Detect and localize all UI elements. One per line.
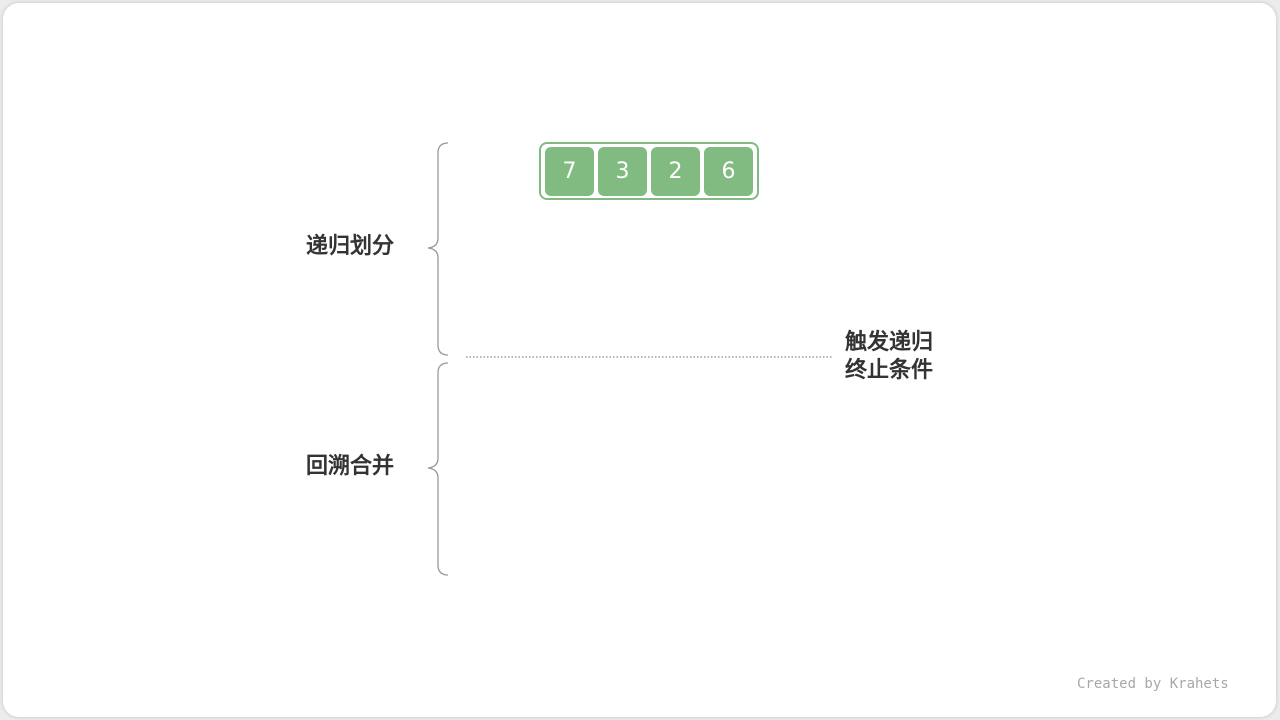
- array-box: 7 3 2 6: [539, 142, 759, 200]
- array-cell: 3: [598, 147, 647, 196]
- diagram-canvas: [3, 3, 1276, 717]
- credit-text: Created by Krahets: [1077, 676, 1229, 692]
- brace-divide: [427, 142, 449, 356]
- label-termination-condition: 触发递归 终止条件: [845, 329, 933, 385]
- array-cell: 6: [704, 147, 753, 196]
- label-termination-line2: 终止条件: [845, 358, 934, 383]
- label-termination-line1: 触发递归: [845, 330, 934, 355]
- array-cell: 7: [545, 147, 594, 196]
- label-backtrack-merge: 回溯合并: [306, 454, 395, 479]
- label-recursive-divide: 递归划分: [306, 234, 395, 259]
- array-cell: 2: [651, 147, 700, 196]
- brace-merge: [427, 362, 449, 576]
